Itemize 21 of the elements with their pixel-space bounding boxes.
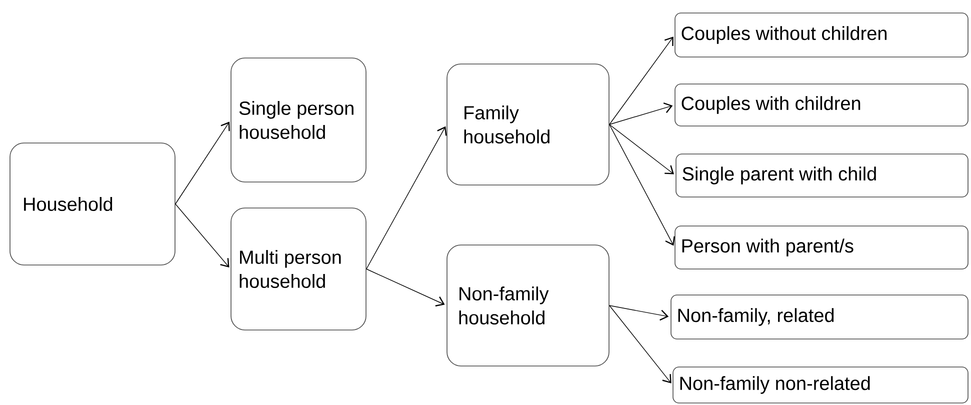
category-box: Single parent with child <box>676 154 968 198</box>
category-box: Non-family, related <box>670 294 968 340</box>
arrow <box>175 204 230 268</box>
arrow <box>366 126 447 270</box>
arrow <box>609 305 669 321</box>
arrow <box>366 268 445 306</box>
category-box: Household <box>10 142 176 266</box>
arrow <box>609 124 675 246</box>
arrow <box>609 36 674 125</box>
category-box: Couples without children <box>674 12 968 58</box>
arrow <box>175 122 230 204</box>
category-box: Person with parent/s <box>674 226 968 270</box>
category-box: Couples with children <box>674 84 968 126</box>
arrow <box>609 305 672 384</box>
arrow <box>609 102 673 125</box>
category-box: Single person household <box>230 58 366 182</box>
category-box: Non-family household <box>446 244 610 366</box>
category-box: Multi person household <box>230 208 366 330</box>
arrow <box>609 124 674 174</box>
category-box: Family household <box>446 64 610 186</box>
category-box: Non-family non-related <box>672 366 968 404</box>
